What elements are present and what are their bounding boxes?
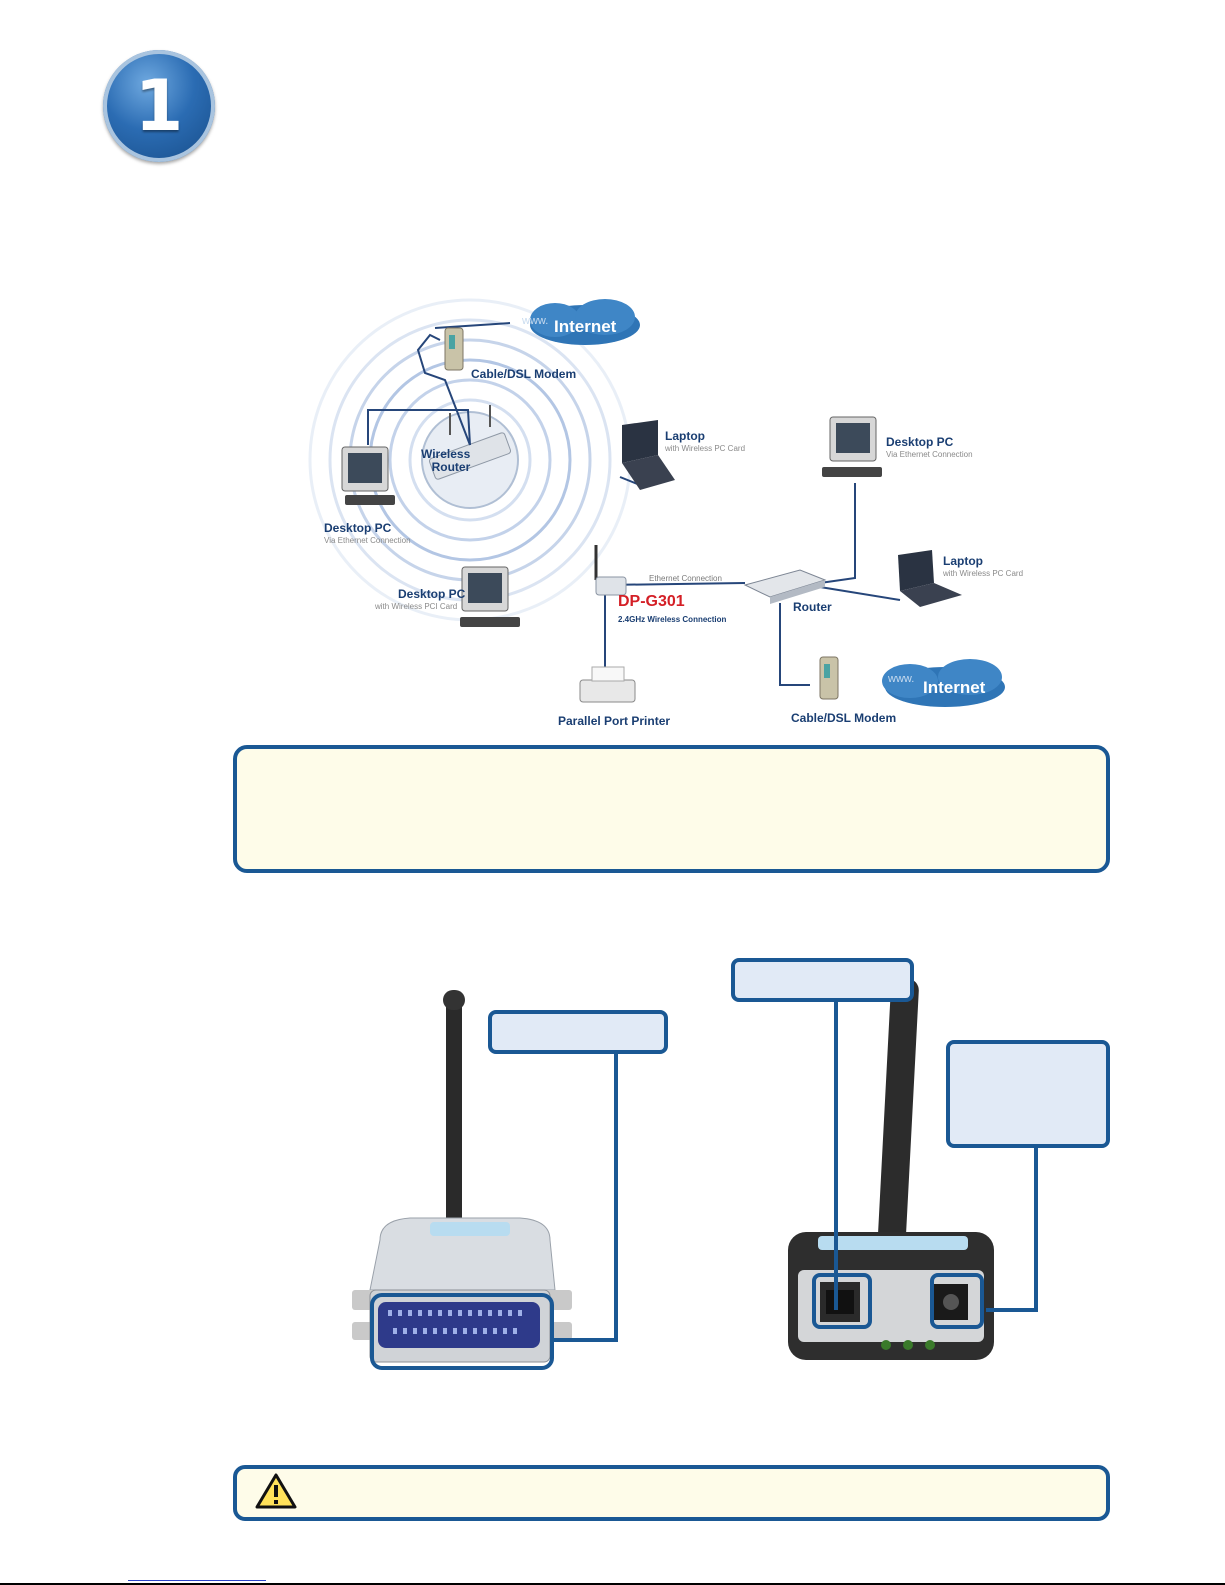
callout-ethernet-port xyxy=(731,958,914,1002)
desktop-sublabel-wireless: with Wireless PCI Card xyxy=(375,602,458,611)
dp-g301-device-icon xyxy=(594,545,627,596)
laptop-label-top: Laptop xyxy=(665,429,705,443)
network-diagram-graphics xyxy=(308,298,1005,707)
step-number-badge: 1 xyxy=(103,50,215,162)
callout-parallel-port-leader xyxy=(614,1050,618,1342)
internet-label-bottom: Internet xyxy=(923,678,986,697)
desktop-label-wireless: Desktop PC xyxy=(398,587,466,601)
laptop-right-icon xyxy=(898,550,962,607)
desktop-label-right: Desktop PC xyxy=(886,435,954,449)
desktop-pc-wireless-icon xyxy=(460,566,520,627)
laptop-label-right: Laptop xyxy=(943,554,983,568)
callout-parallel-port-leader-h xyxy=(552,1338,618,1342)
device-name-label: DP-G301 xyxy=(618,593,685,610)
wireless-router-sphere xyxy=(421,405,519,509)
desktop-label-left: Desktop PC xyxy=(324,521,392,535)
desktop-sublabel-left: Via Ethernet Connection xyxy=(324,536,411,545)
www-text-top: www. xyxy=(522,315,549,327)
printer-icon xyxy=(579,666,636,703)
cable-modem-bottom-icon xyxy=(819,656,839,700)
desktop-sublabel-right: Via Ethernet Connection xyxy=(886,450,973,459)
callout-power-port-leader xyxy=(1034,1144,1038,1312)
internet-cloud-top xyxy=(530,299,640,345)
cable-modem-top-icon xyxy=(444,327,464,371)
ethernet-connection-label: Ethernet Connection xyxy=(649,574,722,583)
wireless-router-label: Wireless Router xyxy=(421,447,471,474)
callout-power-port-leader-h xyxy=(986,1308,1038,1312)
modem-label-bottom: Cable/DSL Modem xyxy=(791,711,897,725)
callout-ethernet-port-leader xyxy=(834,998,838,1310)
internet-cloud-bottom xyxy=(882,659,1005,707)
footer-rule xyxy=(0,1583,1225,1585)
desktop-pc-left-icon xyxy=(341,446,395,505)
callout-parallel-port xyxy=(488,1010,668,1054)
router-label: Router xyxy=(793,600,832,614)
laptop-top-icon xyxy=(622,420,675,490)
footer-link-underline[interactable] xyxy=(128,1580,266,1581)
internet-label-top: Internet xyxy=(554,317,617,336)
desktop-pc-right-icon xyxy=(822,416,882,477)
laptop-sublabel-right: with Wireless PC Card xyxy=(943,569,1024,578)
router-icon xyxy=(743,569,827,604)
warning-icon xyxy=(255,1473,297,1509)
wireless-connection-label: 2.4GHz Wireless Connection xyxy=(618,615,727,624)
device-front-photo xyxy=(352,990,572,1370)
modem-label-top: Cable/DSL Modem xyxy=(471,367,577,381)
note-box xyxy=(233,745,1110,873)
callout-power-port xyxy=(946,1040,1110,1148)
warning-box xyxy=(233,1465,1110,1521)
printer-label: Parallel Port Printer xyxy=(558,714,671,728)
network-diagram: www. Internet Cable/DSL Modem Wireless R… xyxy=(300,295,1060,740)
step-number: 1 xyxy=(134,65,184,147)
www-text-bottom: www. xyxy=(888,673,915,685)
device-back-photo xyxy=(788,978,994,1360)
connection-lines xyxy=(367,322,901,686)
laptop-sublabel-top: with Wireless PC Card xyxy=(665,444,746,453)
